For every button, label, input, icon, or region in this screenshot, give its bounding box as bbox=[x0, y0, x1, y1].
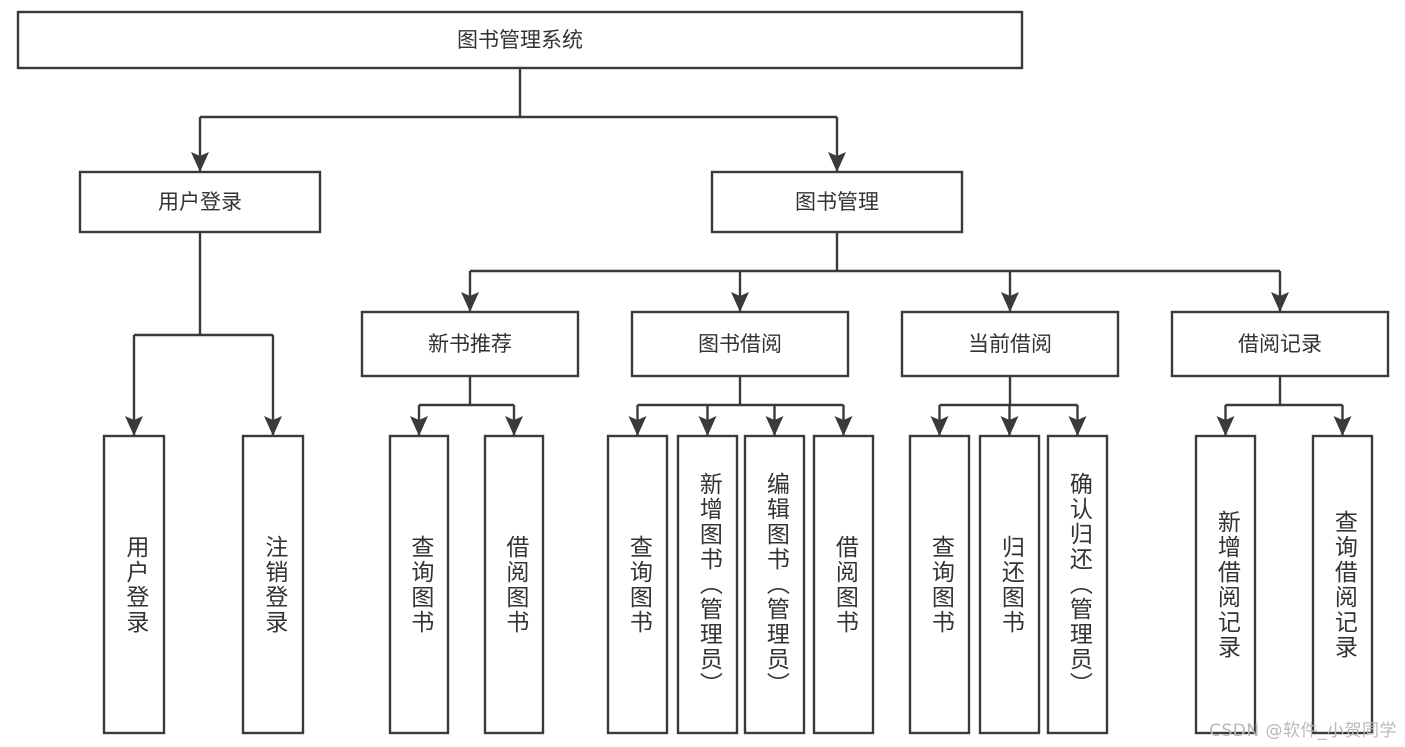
arrow-to-leaf-add-book bbox=[698, 416, 717, 436]
node-new-book-rec-label: 新书推荐 bbox=[428, 332, 512, 356]
arrow-to-leaf-return-book bbox=[1000, 416, 1019, 436]
node-leaf-return-book-box[interactable] bbox=[978, 434, 1041, 735]
arrow-to-book-borrow bbox=[731, 292, 749, 312]
arrow-to-leaf-query-record bbox=[1333, 416, 1352, 436]
arrow-to-leaf-confirm-return bbox=[1068, 416, 1087, 436]
node-user-login-box[interactable] bbox=[78, 170, 322, 234]
arrow-to-leaf-query-book-rec bbox=[410, 416, 428, 436]
arrow-to-leaf-borrow-book bbox=[834, 416, 853, 436]
arrow-to-leaf-borrow-book-rec bbox=[505, 416, 523, 436]
node-leaf-confirm-return-box[interactable] bbox=[1046, 434, 1109, 735]
node-leaf-query-book-rec-box[interactable] bbox=[388, 434, 450, 735]
node-leaf-query-book-current-box[interactable] bbox=[908, 434, 971, 735]
node-user-login-label: 用户登录 bbox=[158, 190, 242, 214]
arrow-to-leaf-edit-book bbox=[765, 416, 784, 436]
node-current-borrow-label: 当前借阅 bbox=[968, 332, 1052, 356]
node-current-borrow-box[interactable] bbox=[900, 310, 1120, 378]
arrow-to-new-book-rec bbox=[461, 292, 479, 312]
node-leaf-query-book-borrow-box[interactable] bbox=[606, 434, 669, 735]
arrow-to-borrow-record bbox=[1271, 292, 1289, 312]
node-leaf-borrow-book-box[interactable] bbox=[812, 434, 875, 735]
node-borrow-record-label: 借阅记录 bbox=[1238, 332, 1322, 356]
node-leaf-logout-box[interactable] bbox=[241, 434, 305, 735]
connectors-layer bbox=[125, 68, 1352, 436]
arrow-to-leaf-user-login bbox=[125, 416, 143, 436]
node-book-manage-label: 图书管理 bbox=[795, 190, 879, 214]
arrow-to-user-login bbox=[191, 152, 209, 172]
node-leaf-borrow-book-rec-box[interactable] bbox=[483, 434, 545, 735]
arrow-to-leaf-query-book-current bbox=[930, 416, 949, 436]
watermark: CSDN @软件_小贺同学 bbox=[1209, 721, 1397, 741]
node-book-borrow-label: 图书借阅 bbox=[698, 332, 782, 356]
root-node-box[interactable] bbox=[16, 10, 1024, 70]
node-book-manage-box[interactable] bbox=[710, 170, 964, 234]
root-node-label: 图书管理系统 bbox=[457, 28, 583, 52]
node-leaf-query-record-box[interactable] bbox=[1311, 434, 1374, 735]
boxes-layer bbox=[16, 10, 1390, 735]
arrow-to-leaf-add-record bbox=[1216, 416, 1235, 436]
node-book-borrow-box[interactable] bbox=[630, 310, 850, 378]
arrow-to-current-borrow bbox=[1001, 292, 1019, 312]
node-borrow-record-box[interactable] bbox=[1170, 310, 1390, 378]
node-leaf-add-record-box[interactable] bbox=[1194, 434, 1257, 735]
arrow-to-leaf-query-book-borrow bbox=[628, 416, 647, 436]
node-leaf-add-book-box[interactable] bbox=[676, 434, 739, 735]
node-leaf-user-login-box[interactable] bbox=[102, 434, 166, 735]
node-leaf-edit-book-box[interactable] bbox=[743, 434, 806, 735]
node-new-book-rec-box[interactable] bbox=[360, 310, 580, 378]
arrow-to-book-manage bbox=[828, 152, 846, 172]
arrow-to-leaf-logout bbox=[264, 416, 282, 436]
